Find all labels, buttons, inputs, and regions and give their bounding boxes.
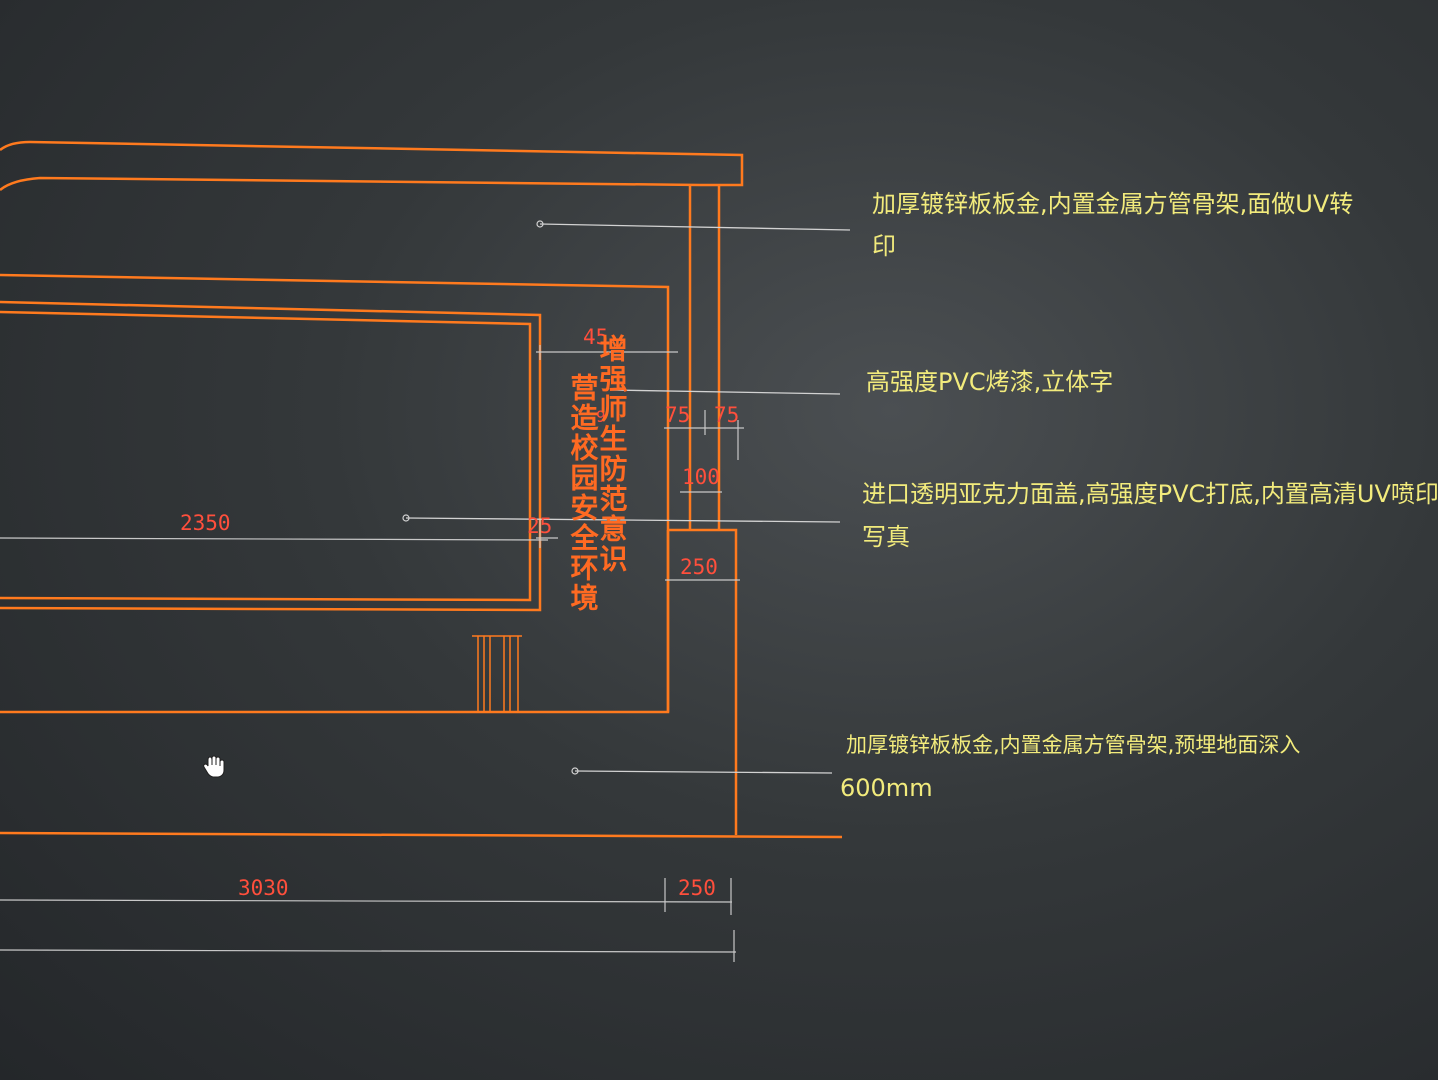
annotation-1-line-2: 印 xyxy=(872,232,896,260)
dim-45: 45 xyxy=(583,325,608,349)
sign-text-column-left: 营造校园安全环境 xyxy=(567,373,600,613)
annotation-4-line-1: 加厚镀锌板板金,内置金属方管骨架,预埋地面深入 xyxy=(846,733,1300,757)
dim-2350: 2350 xyxy=(180,511,231,535)
annotation-4-line-2: 600mm xyxy=(840,774,933,802)
dimension-lines xyxy=(0,345,744,962)
dim-250-base: 250 xyxy=(680,555,718,579)
sign-frame-outline xyxy=(0,140,843,839)
dim-75-right: 75 xyxy=(714,403,739,427)
annotation-2: 高强度PVC烤漆,立体字 xyxy=(866,368,1113,396)
dim-75-left: 75 xyxy=(665,403,690,427)
dim-100: 100 xyxy=(682,465,720,489)
dim-3030: 3030 xyxy=(238,876,289,900)
annotation-3-line-1: 进口透明亚克力面盖,高强度PVC打底,内置高清UV喷印 xyxy=(862,480,1438,508)
dim-250-bottom: 250 xyxy=(678,876,716,900)
dim-25: 25 xyxy=(527,514,552,538)
dim-9: 9 xyxy=(596,407,606,426)
sign-text-column-right: 增强师生防范意识 xyxy=(596,334,629,574)
annotation-1-line-1: 加厚镀锌板板金,内置金属方管骨架,面做UV转 xyxy=(872,190,1353,218)
hand-pan-cursor-icon xyxy=(203,755,225,778)
leader-lines xyxy=(402,220,851,775)
annotation-3-line-2: 写真 xyxy=(862,523,910,551)
